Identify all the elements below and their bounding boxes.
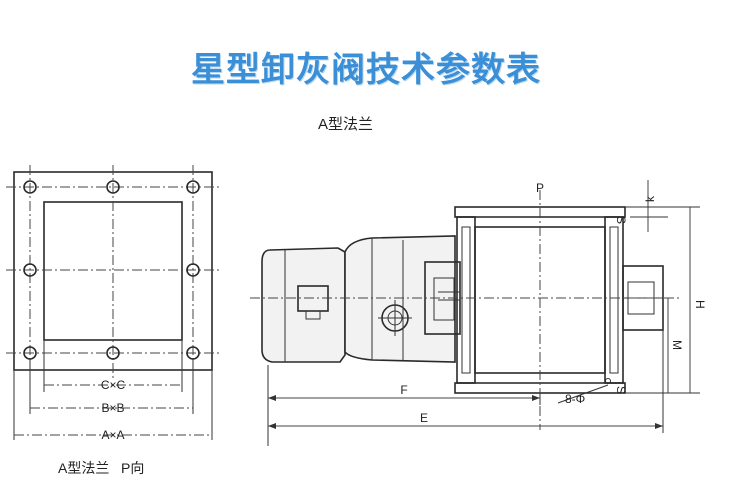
flange-view: C×C B×B A×A	[6, 165, 220, 442]
motor-body	[261, 247, 346, 363]
bolt-hole	[106, 346, 120, 360]
dim-m-label: M	[670, 340, 684, 350]
dim-s-bottom-label: S	[614, 386, 628, 394]
bolt-hole	[186, 263, 200, 277]
page-title: 星型卸灰阀技术参数表	[191, 51, 541, 89]
dim-holes-label: 8-Φ	[565, 392, 585, 406]
flange-dimensions: C×C B×B A×A	[13, 340, 213, 442]
reducer-body	[344, 235, 456, 363]
bolt-hole	[106, 180, 120, 194]
bolt-hole	[186, 180, 200, 194]
dim-aa-label: A×A	[101, 428, 124, 442]
bolt-hole	[23, 263, 37, 277]
bolt-hole	[23, 346, 37, 360]
valve-body: S S	[454, 206, 664, 394]
flange-bolt-holes	[23, 180, 200, 360]
dim-bb-label: B×B	[101, 401, 124, 415]
view-direction-p-label: P	[536, 181, 544, 195]
bolt-hole	[23, 180, 37, 194]
dim-k-label: k	[643, 195, 657, 202]
bolt-hole	[186, 346, 200, 360]
dim-s-top-label: S	[614, 216, 628, 224]
holes-leader-line	[557, 384, 609, 404]
dim-e-label: E	[420, 411, 428, 425]
dim-h-label: H	[693, 300, 707, 309]
flange-view-caption: A型法兰 P向	[58, 460, 145, 476]
right-end-plate	[604, 216, 624, 384]
side-view: S S P k H M F E	[250, 180, 707, 446]
flange-type-label: A型法兰	[318, 116, 374, 133]
dim-cc-label: C×C	[101, 378, 126, 392]
motor	[261, 247, 346, 363]
gear-reducer	[344, 235, 461, 363]
dim-f-label: F	[400, 383, 407, 397]
